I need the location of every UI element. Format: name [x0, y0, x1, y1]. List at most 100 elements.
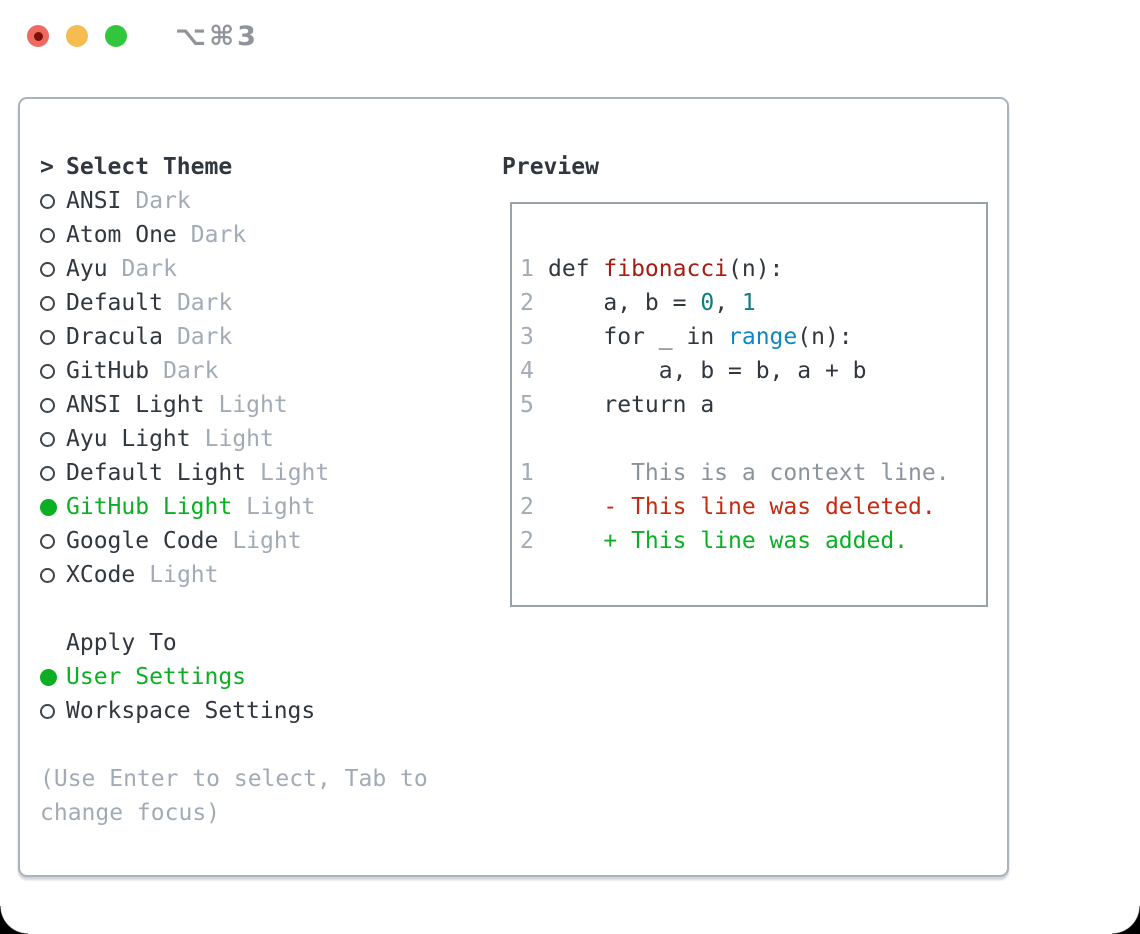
radio-icon — [40, 397, 55, 413]
theme-option-default[interactable]: Default Dark — [40, 286, 428, 320]
option-label: User Settings — [66, 664, 247, 690]
option-label: XCode — [66, 562, 136, 588]
option-label: Default — [66, 290, 163, 316]
code-segment: range — [728, 324, 798, 350]
code-segment: return a — [548, 392, 715, 418]
code-line: 5 return a — [520, 388, 980, 422]
code-segment: def — [548, 256, 604, 282]
code-segment: - This line was deleted. — [548, 494, 936, 520]
hint-line-1: (Use Enter to select, Tab to — [40, 766, 428, 792]
theme-option-github[interactable]: GitHub Dark — [40, 354, 428, 388]
radio-icon — [40, 295, 55, 311]
code-segment: fibonacci — [603, 256, 729, 282]
theme-option-dracula[interactable]: Dracula Dark — [40, 320, 428, 354]
radio-icon — [40, 703, 55, 719]
theme-option-ayu-light[interactable]: Ayu Light Light — [40, 422, 428, 456]
variant-badge: Dark — [121, 256, 177, 282]
code-segment: for _ in — [548, 324, 729, 350]
code-segment: + This line was added. — [548, 528, 909, 554]
code-segment: a, b = — [548, 290, 701, 316]
radio-icon — [40, 431, 55, 447]
radio-selected-icon — [40, 668, 57, 686]
option-label: ANSI — [66, 188, 122, 214]
radio-icon — [40, 227, 55, 243]
line-number: 1 — [520, 460, 534, 486]
window-corner — [1112, 906, 1140, 934]
apply-to-title: Apply To — [66, 630, 177, 656]
line-number: 2 — [520, 494, 534, 520]
window-title: ⌥⌘3 — [175, 20, 259, 52]
variant-badge: Light — [149, 562, 219, 588]
code-segment: (n): — [728, 256, 784, 282]
zoom-button[interactable] — [105, 25, 127, 47]
option-label: Ayu — [66, 256, 108, 282]
preview-title: Preview — [502, 154, 599, 180]
apply-to-header: Apply To — [40, 626, 428, 660]
option-label: Ayu Light — [66, 426, 191, 452]
code-segment: a, b = b, a + b — [548, 358, 867, 384]
code-line: 1 def fibonacci(n): — [520, 252, 980, 286]
line-number: 4 — [520, 358, 534, 384]
option-label: GitHub Light — [66, 494, 233, 520]
option-label: GitHub — [66, 358, 150, 384]
spacer-row — [40, 592, 428, 626]
variant-badge: Light — [232, 528, 302, 554]
radio-icon — [40, 465, 55, 481]
apply-option-user-settings[interactable]: User Settings — [40, 660, 428, 694]
close-button[interactable] — [27, 25, 49, 47]
select-theme-header: > Select Theme — [40, 150, 428, 184]
select-theme-title: Select Theme — [66, 154, 233, 180]
option-label: Atom One — [66, 222, 177, 248]
variant-badge: Dark — [163, 358, 219, 384]
option-label: Dracula — [66, 324, 163, 350]
variant-badge: Dark — [176, 290, 233, 316]
option-label: ANSI Light — [66, 392, 205, 418]
radio-selected-icon — [40, 498, 57, 516]
code-line: 2 - This line was deleted. — [520, 490, 980, 524]
radio-icon — [40, 567, 55, 583]
option-label: Workspace Settings — [66, 698, 316, 724]
variant-badge: Dark — [190, 222, 247, 248]
prompt-icon: > — [40, 154, 54, 180]
theme-option-ansi-light[interactable]: ANSI Light Light — [40, 388, 428, 422]
theme-option-xcode[interactable]: XCode Light — [40, 558, 428, 592]
theme-option-ansi[interactable]: ANSI Dark — [40, 184, 428, 218]
option-label: Default Light — [66, 460, 247, 486]
variant-badge: Dark — [135, 188, 191, 214]
spacer-row — [40, 728, 428, 762]
radio-icon — [40, 363, 55, 379]
variant-badge: Light — [204, 426, 274, 452]
minimize-button[interactable] — [66, 25, 88, 47]
theme-option-ayu[interactable]: Ayu Dark — [40, 252, 428, 286]
theme-option-google-code[interactable]: Google Code Light — [40, 524, 428, 558]
theme-option-github-light[interactable]: GitHub Light Light — [40, 490, 428, 524]
code-segment: , — [714, 290, 742, 316]
apply-option-workspace-settings[interactable]: Workspace Settings — [40, 694, 428, 728]
radio-icon — [40, 533, 55, 549]
line-number: 2 — [520, 290, 534, 316]
radio-icon — [40, 329, 55, 345]
variant-badge: Light — [260, 460, 330, 486]
theme-option-atom-one[interactable]: Atom One Dark — [40, 218, 428, 252]
line-number: 5 — [520, 392, 534, 418]
code-segment: 0 — [700, 290, 715, 316]
variant-badge: Light — [218, 392, 288, 418]
code-line — [520, 422, 980, 456]
variant-badge: Light — [246, 494, 316, 520]
code-segment: This is a context line. — [548, 460, 950, 486]
theme-option-default-light[interactable]: Default Light Light — [40, 456, 428, 490]
option-label: Google Code — [66, 528, 219, 554]
code-segment: (n): — [797, 324, 853, 350]
code-line: 3 for _ in range(n): — [520, 320, 980, 354]
traffic-lights — [27, 25, 127, 47]
variant-badge: Dark — [176, 324, 233, 350]
hint-line-2: change focus) — [40, 800, 221, 826]
window-corner — [0, 906, 28, 934]
line-number: 1 — [520, 256, 534, 282]
radio-icon — [40, 261, 55, 277]
titlebar: ⌥⌘3 — [0, 0, 1140, 72]
line-number: 2 — [520, 528, 534, 554]
